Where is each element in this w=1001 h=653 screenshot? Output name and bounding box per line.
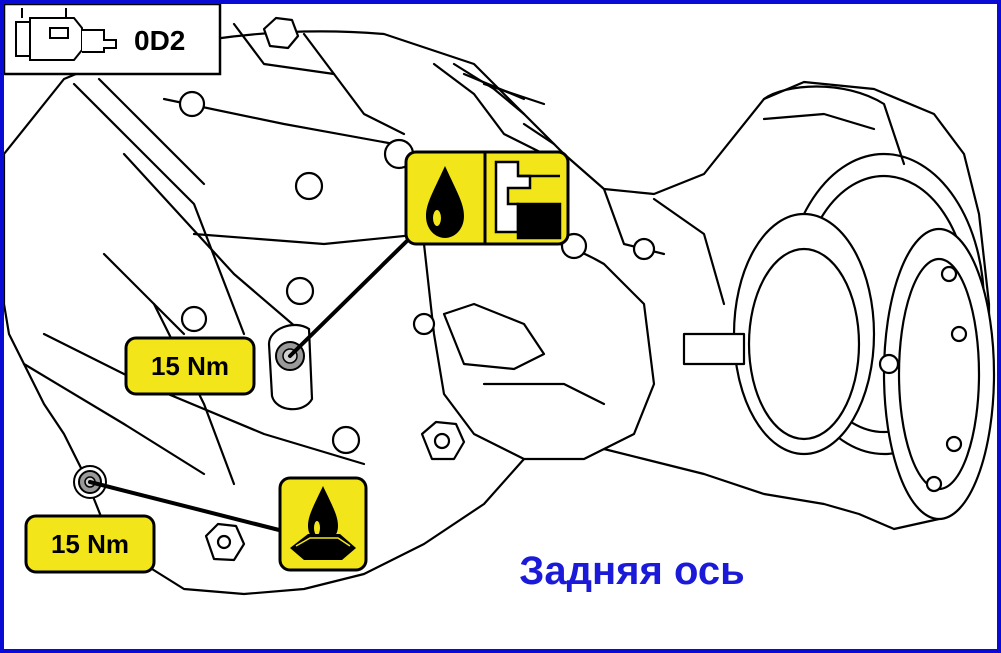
leader-lines bbox=[88, 234, 414, 534]
rear-axle-housing bbox=[4, 16, 996, 596]
caption: Задняя ось bbox=[519, 549, 744, 593]
transmission-icon bbox=[15, 8, 117, 61]
oil-level-icon bbox=[494, 160, 562, 240]
oil-fill-icon bbox=[426, 166, 464, 238]
oil-drain-badge bbox=[278, 476, 368, 572]
torque-badge-upper: 15 Nm bbox=[124, 336, 256, 396]
torque-value-lower: 15 Nm bbox=[51, 529, 129, 559]
torque-badge-lower: 15 Nm bbox=[24, 514, 156, 574]
oil-fill-badge bbox=[404, 150, 570, 246]
fill-plug bbox=[267, 323, 314, 411]
torque-value-upper: 15 Nm bbox=[151, 351, 229, 381]
header-code: 0D2 bbox=[134, 25, 185, 56]
rear-axle-diagram: 0D2 15 Nm 15 Nm Задняя ось bbox=[4, 4, 996, 596]
oil-drain-icon bbox=[290, 486, 356, 560]
header-badge: 0D2 bbox=[4, 4, 222, 76]
